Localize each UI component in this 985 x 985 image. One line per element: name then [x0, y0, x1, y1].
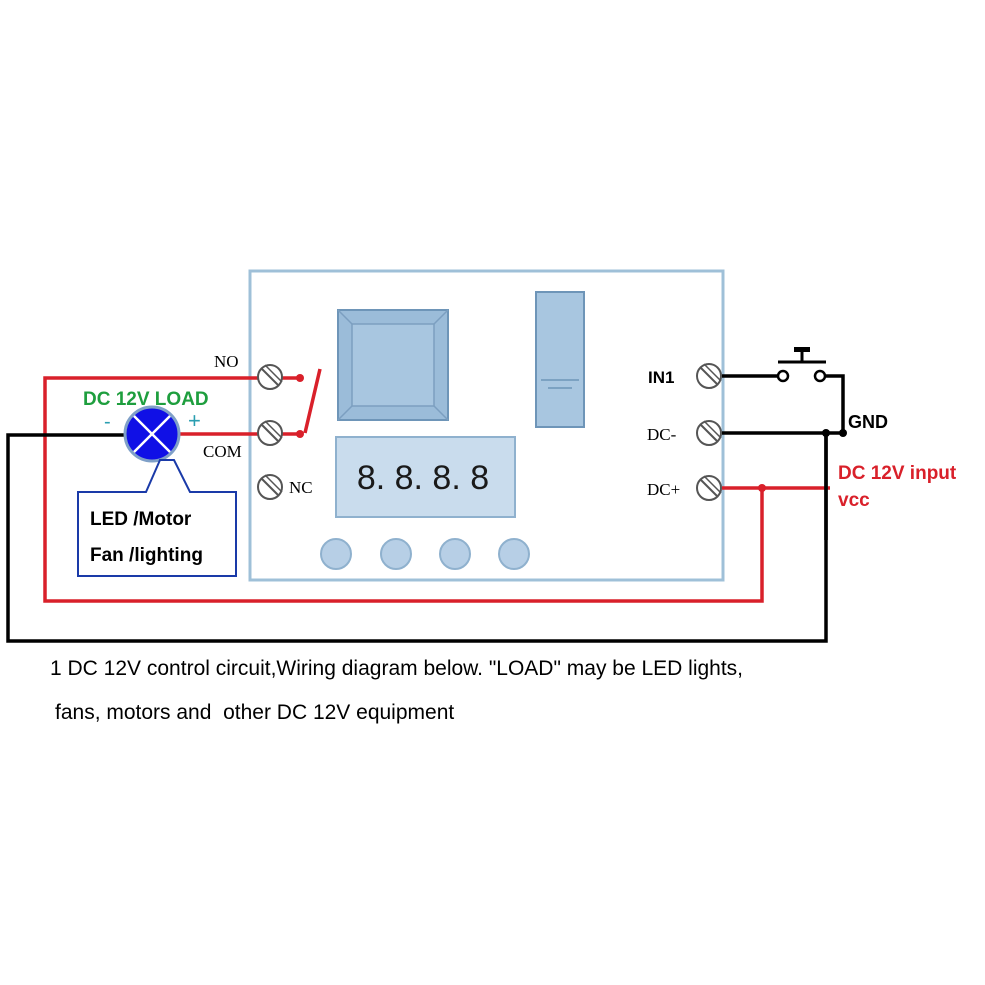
board-button-4[interactable]	[498, 538, 530, 570]
caption-line-2: fans, motors and other DC 12V equipment	[55, 701, 455, 724]
seven-segment-display	[335, 436, 516, 518]
board-button-2[interactable]	[380, 538, 412, 570]
board-button-3[interactable]	[439, 538, 471, 570]
relay-board	[248, 269, 725, 582]
terminal-dc-minus	[696, 420, 722, 446]
load-callout	[77, 459, 237, 577]
lamp-minus-sign: -	[104, 411, 111, 433]
terminal-in1	[696, 363, 722, 389]
load-title: DC 12V LOAD	[83, 389, 209, 410]
lamp-plus-sign: +	[188, 408, 201, 433]
terminal-nc	[257, 474, 283, 500]
display-digits: 8. 8. 8. 8	[357, 459, 489, 497]
label-in1: IN1	[648, 368, 674, 387]
label-nc: NC	[289, 478, 313, 497]
push-button-switch[interactable]	[776, 347, 827, 383]
label-gnd: GND	[848, 412, 888, 432]
label-dc-minus: DC-	[647, 425, 677, 444]
terminal-no	[257, 364, 283, 390]
black-wires	[6, 374, 845, 643]
terminal-dc-plus	[696, 475, 722, 501]
caption-line-1: 1 DC 12V control circuit,Wiring diagram …	[50, 657, 744, 680]
label-com: COM	[203, 442, 242, 461]
lamp-icon	[123, 405, 181, 463]
control-buttons	[320, 538, 530, 570]
label-vcc: vcc	[838, 490, 870, 511]
red-junctions	[296, 374, 766, 492]
load-label-line2: Fan /lighting	[90, 545, 203, 566]
label-no: NO	[214, 352, 239, 371]
relay-component	[337, 309, 449, 421]
load-label-line1: LED /Motor	[90, 509, 192, 530]
terminal-com	[257, 420, 283, 446]
label-dc-input: DC 12V input	[838, 463, 957, 484]
tall-component	[535, 291, 585, 428]
board-button-1[interactable]	[320, 538, 352, 570]
label-dc-plus: DC+	[647, 480, 680, 499]
black-junctions	[822, 429, 847, 437]
